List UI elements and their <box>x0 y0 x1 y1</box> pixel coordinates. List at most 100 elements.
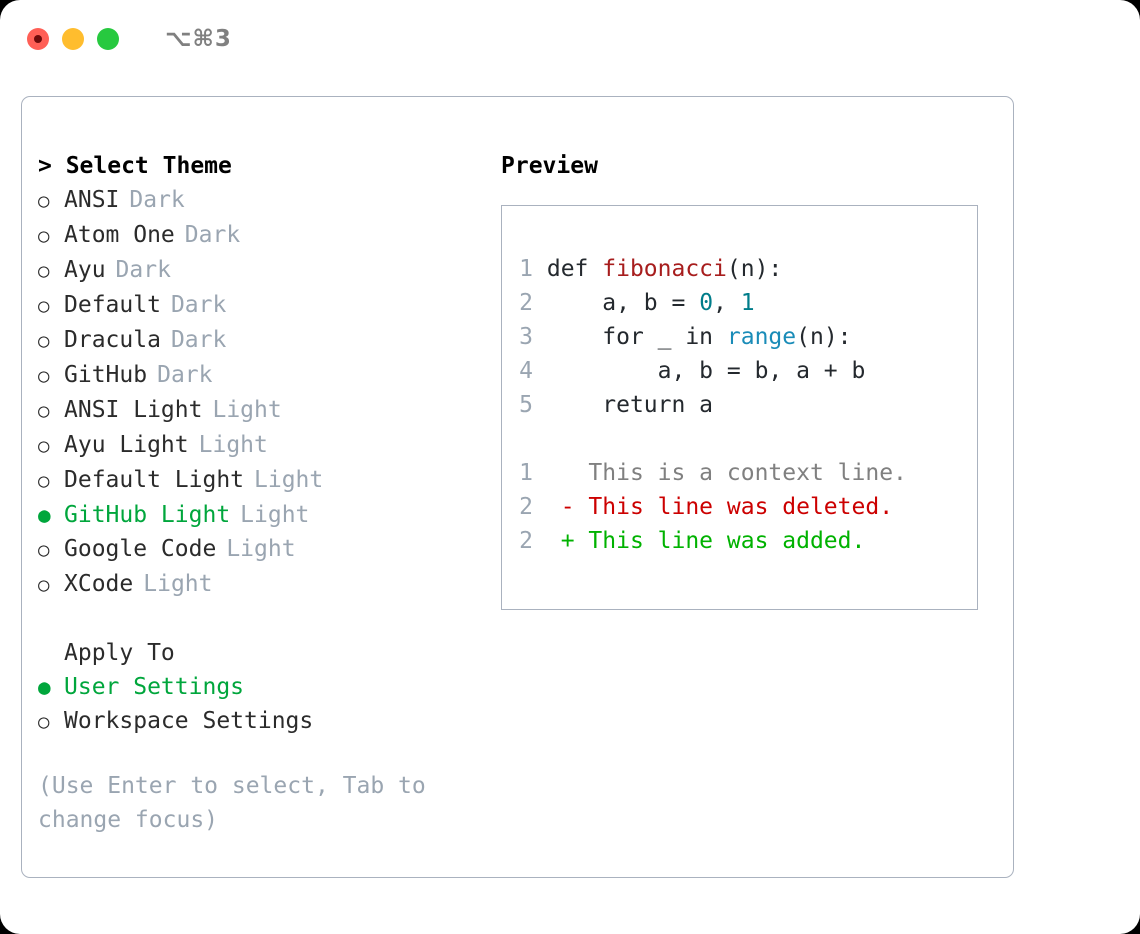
diff-line: 2 + This line was added. <box>519 524 969 558</box>
select-theme-header: > Select Theme <box>38 153 232 179</box>
traffic-lights <box>27 28 119 50</box>
diff-line: 1 This is a context line. <box>519 456 969 490</box>
code-token-plain: a, b = b, a + b <box>546 358 866 384</box>
theme-list-item[interactable]: ○ Default Dark <box>38 288 498 323</box>
theme-list-item[interactable]: ○ ANSI Light Light <box>38 393 498 428</box>
theme-item-label: Dracula <box>64 327 161 353</box>
section-spacer <box>38 602 498 636</box>
code-token-plain: (n): <box>796 324 852 350</box>
theme-item-label: Default <box>64 292 161 318</box>
code-token-num: 1 <box>740 290 755 316</box>
code-token-num: 0 <box>699 290 714 316</box>
theme-item-label: Google Code <box>64 536 217 562</box>
radio-unselected-icon: ○ <box>38 295 50 317</box>
radio-unselected-icon: ○ <box>38 400 50 422</box>
diff-sample: 1 This is a context line.2 - This line w… <box>519 456 969 558</box>
theme-item-variant-tag: Light <box>226 536 296 562</box>
theme-item-label: GitHub <box>64 362 148 388</box>
theme-list-item[interactable]: ○ Dracula Dark <box>38 323 498 358</box>
code-diff-spacer <box>519 422 969 456</box>
radio-unselected-icon: ○ <box>38 435 50 457</box>
code-line: 2 a, b = 0, 1 <box>519 286 969 320</box>
diff-line-text-del: - This line was deleted. <box>546 494 894 520</box>
line-number: 4 <box>519 358 533 384</box>
preview-column: Preview 1 def fibonacci(n):2 a, b = 0, 1… <box>501 149 991 610</box>
theme-item-variant-tag: Dark <box>129 187 185 213</box>
theme-item-variant-tag: Dark <box>170 327 227 353</box>
code-line: 5 return a <box>519 388 969 422</box>
code-line: 3 for _ in range(n): <box>519 320 969 354</box>
radio-unselected-icon: ○ <box>38 365 50 387</box>
apply-to-header: Apply To <box>64 640 175 666</box>
code-token-plain: , <box>713 290 741 316</box>
code-token-plain: return a <box>546 392 714 418</box>
theme-item-label: Default Light <box>64 467 245 493</box>
keyboard-hint-text: (Use Enter to select, Tab to change focu… <box>38 773 440 833</box>
theme-item-label: ANSI Light <box>64 397 203 423</box>
theme-item-variant-tag: Light <box>143 571 213 597</box>
apply-to-item-label: Workspace Settings <box>64 708 314 734</box>
line-number: 2 <box>519 290 533 316</box>
code-token-call: range <box>726 324 797 350</box>
theme-list-item[interactable]: ○ Default Light Light <box>38 463 498 498</box>
radio-unselected-icon: ○ <box>38 190 50 212</box>
close-button[interactable] <box>27 28 49 50</box>
recording-indicator-icon <box>34 35 42 43</box>
code-token-plain: (n): <box>726 256 783 282</box>
radio-unselected-icon: ○ <box>38 260 50 282</box>
code-line: 1 def fibonacci(n): <box>519 252 969 286</box>
line-number: 2 <box>519 494 533 520</box>
line-number: 2 <box>519 528 533 554</box>
line-number: 1 <box>519 256 533 282</box>
apply-to-item[interactable]: ○ Workspace Settings <box>38 704 498 739</box>
radio-unselected-icon: ○ <box>38 539 50 561</box>
apply-to-item-label: User Settings <box>64 674 245 700</box>
line-number: 3 <box>519 324 533 350</box>
theme-list-item[interactable]: ○ Google Code Light <box>38 532 498 567</box>
code-token-plain: def <box>546 256 603 282</box>
radio-unselected-icon: ○ <box>38 330 50 352</box>
theme-item-variant-tag: Dark <box>184 222 241 248</box>
theme-item-label: Atom One <box>64 222 175 248</box>
line-number: 1 <box>519 460 533 486</box>
diff-line-text-add: + This line was added. <box>546 528 866 554</box>
code-line: 4 a, b = b, a + b <box>519 354 969 388</box>
theme-item-variant-tag: Light <box>254 467 324 493</box>
theme-item-variant-tag: Light <box>240 502 310 528</box>
line-number: 5 <box>519 392 533 418</box>
theme-item-label: XCode <box>64 571 134 597</box>
theme-item-variant-tag: Dark <box>115 257 171 283</box>
apply-to-list[interactable]: ●User Settings ○ Workspace Settings <box>38 670 498 739</box>
radio-selected-icon: ● <box>38 503 51 527</box>
preview-title: Preview <box>501 153 598 179</box>
theme-item-variant-tag: Dark <box>170 292 227 318</box>
diff-line-text-ctx: This is a context line. <box>546 460 907 486</box>
diff-line: 2 - This line was deleted. <box>519 490 969 524</box>
keyboard-shortcut-label: ⌥⌘3 <box>165 26 232 52</box>
theme-item-variant-tag: Light <box>212 397 282 423</box>
window-titlebar: ⌥⌘3 <box>0 0 1140 78</box>
radio-unselected-icon: ○ <box>38 711 50 733</box>
minimize-button[interactable] <box>62 28 84 50</box>
radio-unselected-icon: ○ <box>38 470 50 492</box>
theme-list-item[interactable]: ○ GitHub Dark <box>38 358 498 393</box>
theme-item-label: Ayu <box>64 257 106 283</box>
code-token-plain: for _ in <box>546 324 727 350</box>
zoom-button[interactable] <box>97 28 119 50</box>
theme-list-item[interactable]: ○ Ayu Dark <box>38 253 498 288</box>
theme-item-variant-tag: Dark <box>157 362 213 388</box>
theme-item-label: Ayu Light <box>64 432 189 458</box>
apply-to-item[interactable]: ●User Settings <box>38 670 498 704</box>
